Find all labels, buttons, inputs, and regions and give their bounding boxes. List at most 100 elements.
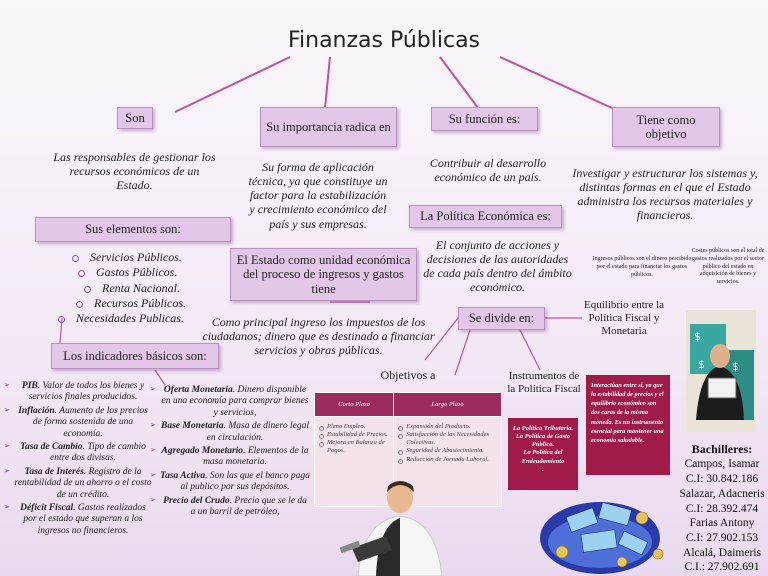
connector-importancia xyxy=(324,56,331,109)
indicador-term: Inflación xyxy=(18,405,55,416)
indicador-item: Base Monetaria. Masa de dinero legal en … xyxy=(150,421,310,444)
connector-indicadores-right xyxy=(154,369,166,386)
indicador-item: Precio del Crudo. Precio que se le da a … xyxy=(150,496,310,519)
indicador-desc: . Masa de dinero legal en circulación. xyxy=(206,421,309,443)
objetivo-item: Expansión del Producto. xyxy=(398,423,497,432)
corto-plazo-header: Corto Plazo xyxy=(313,392,395,417)
objetivo-item: Mejora en Balanza de Pagos. xyxy=(319,439,389,455)
bachiller-line: Alcalá, Daimeris xyxy=(683,546,761,559)
indicador-item: Tasa de Cambio. Tipo de cambio entre dos… xyxy=(4,442,152,465)
bachiller-line: C.I: 28.392.474 xyxy=(685,502,759,515)
objetivo-item: Satisfacción de las Necesidades Colectiv… xyxy=(398,431,497,447)
money-illustration xyxy=(540,502,664,574)
page-title: Finanzas Públicas xyxy=(287,28,481,53)
son-text: Las responsables de gestionar los recurs… xyxy=(53,150,216,193)
indicador-desc: . Gastos realizados por el estado que su… xyxy=(23,502,146,536)
bachiller-line: Salazar, Adacneris xyxy=(679,487,765,500)
finance-figure-illustration: $ $ $ xyxy=(686,310,756,432)
indicador-term: Déficit Fiscal xyxy=(20,502,74,513)
connector-son xyxy=(174,56,291,113)
indicador-term: PIB xyxy=(21,381,38,391)
son-box: Son xyxy=(117,107,153,129)
indicador-item: PIB. Valor de todos los bienes y servici… xyxy=(4,381,152,404)
indicador-desc: . Registro de la rentabilidad de un ahor… xyxy=(14,466,152,500)
instrumentos-label: Instrumentos de la Política Fiscal xyxy=(507,370,581,395)
connector-divide-left xyxy=(424,317,459,361)
politica-text: El conjunto de acciones y decisiones de … xyxy=(423,238,572,295)
indicador-term: Tasa Activa xyxy=(160,470,206,481)
bachiller-line: Farias Antony xyxy=(689,517,755,530)
businessman-illustration xyxy=(339,481,443,576)
elemento-item: Servicios Públicos. xyxy=(72,250,186,265)
objetivo-text: Investigar y estructurar los sistemas y,… xyxy=(572,166,758,223)
connector-instrumentos xyxy=(519,329,541,371)
indicador-desc: . Aumento de los precios de forma sosten… xyxy=(32,405,148,439)
svg-text:$: $ xyxy=(732,360,739,373)
objetivos-table: Corto Plazo Largo Plazo Pleno Empleo. Es… xyxy=(313,392,502,507)
equilibrio-label: Equilibrio entre la Política Fiscal y Mo… xyxy=(583,299,665,337)
divide-box: Se divide en: xyxy=(458,307,545,330)
funcion-text: Contribuir al desarrollo económico de un… xyxy=(429,156,547,185)
bachiller-line: Campos, Isamar xyxy=(684,458,760,471)
connector-funcion xyxy=(439,56,479,109)
indicador-item: Déficit Fiscal. Gastos realizados por el… xyxy=(4,503,152,537)
connector-objetivos xyxy=(454,329,471,376)
largo-plazo-cell: Expansión del Producto. Satisfacción de … xyxy=(393,416,502,507)
estado-text: Como principal ingreso los impuestos de … xyxy=(202,315,435,358)
indicador-desc: . Precio que se le da a un barril de pet… xyxy=(190,495,307,517)
indicador-term: Agregado Monetario xyxy=(161,445,244,456)
objetivo-box: Tiene como objetivo xyxy=(612,107,720,147)
instrumento-item: La Política Tributaria. xyxy=(512,425,574,432)
equilibrio-box: Interactúan entre sí, ya que la estabili… xyxy=(586,375,670,475)
costes-note: Costes públicos son el total de gastos r… xyxy=(691,248,765,286)
indicador-item: Tasa Activa. Son las que el banco paga a… xyxy=(150,471,310,494)
corto-plazo-cell: Pleno Empleo. Estabilidad de Precios. Me… xyxy=(313,416,395,507)
elemento-item: Gastos Públicos. xyxy=(78,265,186,280)
indicador-term: Oferta Monetaria xyxy=(163,385,233,395)
indicador-item: Oferta Monetaria. Dinero disponible en u… xyxy=(150,385,310,419)
politica-box: La Política Económica es: xyxy=(409,205,562,228)
svg-text:$: $ xyxy=(694,330,701,343)
indicadores-left-list: PIB. Valor de todos los bienes y servici… xyxy=(4,381,152,539)
objetivo-item: Reducción de Jornada Laboral. xyxy=(398,456,497,464)
indicador-item: Agregado Monetario. Elementos de la masa… xyxy=(150,446,310,469)
indicadores-right-list: Oferta Monetaria. Dinero disponible en u… xyxy=(150,385,310,520)
objetivo-item: Pleno Empleo. xyxy=(319,423,389,432)
bachilleres-block: Bachilleres: Campos, Isamar C.I: 30.842.… xyxy=(676,442,768,575)
indicador-item: Inflación. Aumento de los precios de for… xyxy=(4,406,152,440)
importancia-text: Su forma de aplicación técnica, ya que c… xyxy=(248,160,388,231)
indicador-term: Tasa de Cambio xyxy=(20,441,83,452)
estado-box: El Estado como unidad económica del proc… xyxy=(230,248,417,301)
objetivo-item: Seguridad de Abastecimiento. xyxy=(398,447,497,456)
importancia-box: Su importancia radica en xyxy=(260,107,397,147)
bachiller-line: C.I: 27.902.153 xyxy=(685,531,759,544)
indicador-term: Base Monetaria xyxy=(161,421,224,432)
ingresos-note: Ingresos públicos son el dinero percibid… xyxy=(592,256,692,278)
elemento-item: Necesidades Publicas. xyxy=(58,311,186,326)
svg-text:$: $ xyxy=(698,358,705,371)
instrumentos-box: La Política Tributaria. La Política de G… xyxy=(508,418,578,490)
bachiller-line: C.I.: 27.902.691 xyxy=(684,561,760,574)
funcion-box: Su función es: xyxy=(431,107,538,131)
instrumento-item: La Política de Gasto Público. xyxy=(515,433,571,449)
indicador-desc: . Dinero disponible en una economía para… xyxy=(161,385,309,418)
objetivos-label: Objetivos a xyxy=(380,368,436,382)
indicador-desc: . Valor de todos los bienes y servicios … xyxy=(28,381,145,403)
instrumento-item: La Política del Endeudamiento xyxy=(521,449,565,465)
bachiller-line: C.I: 30.842.186 xyxy=(685,473,759,486)
head-icon xyxy=(387,483,413,513)
elemento-item: Recursos Públicos. xyxy=(76,296,186,311)
elementos-box: Sus elementos son: xyxy=(35,217,231,242)
indicador-item: Tasa de Interés. Registro de la rentabil… xyxy=(4,467,152,501)
instrumento-item: . xyxy=(542,465,544,473)
indicadores-box: Los indicadores básicos son: xyxy=(51,343,219,369)
indicador-term: Tasa de Interés xyxy=(24,466,84,477)
indicador-desc: . Son las que el banco paga al publico p… xyxy=(180,470,310,493)
elemento-item: Renta Nacional. xyxy=(84,281,186,296)
elementos-list: Servicios Públicos. Gastos Públicos. Ren… xyxy=(58,250,186,327)
connector-objetivo xyxy=(499,56,613,109)
largo-plazo-header: Largo Plazo xyxy=(393,392,502,417)
indicador-term: Precio del Crudo xyxy=(163,495,230,506)
indicador-desc: . Elementos de la masa monetaria. xyxy=(203,445,309,468)
